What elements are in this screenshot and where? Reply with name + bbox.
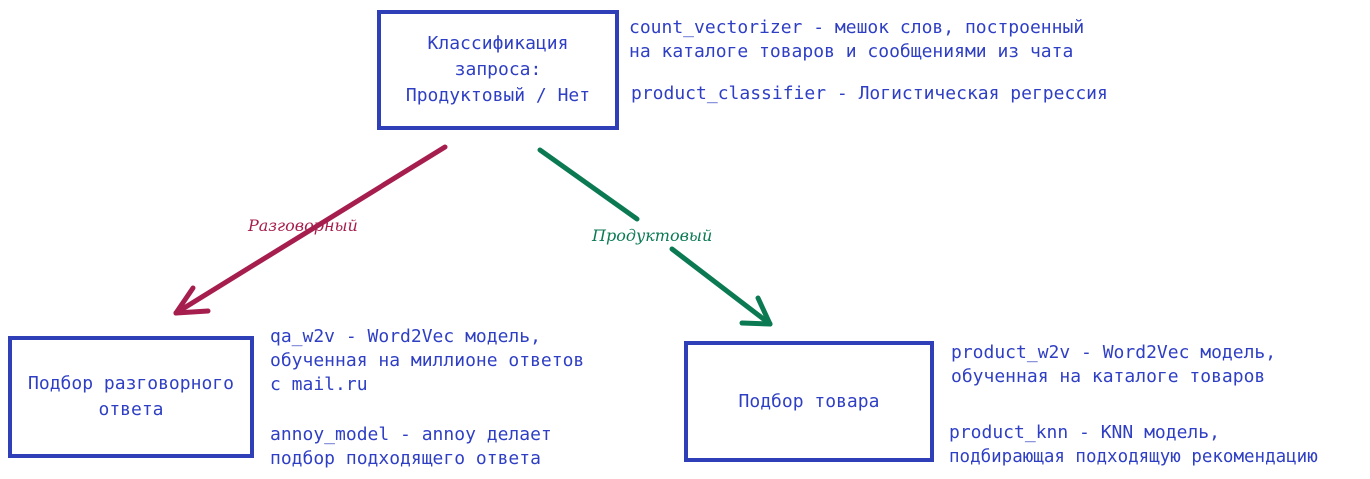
product-note-line-1: product_w2v - Word2Vec модель, — [951, 342, 1277, 363]
product-box: Подбор товара — [684, 341, 934, 462]
arrow-to-conversational — [173, 144, 448, 316]
product-note-line-4: подбирающая подходящую рекомендацию — [949, 447, 1318, 467]
edge-label-conversational: Разговорный — [248, 216, 358, 235]
classifier-note-line-1: count_vectorizer - мешок слов, построенн… — [629, 17, 1085, 38]
product-note-line-3: product_knn - KNN модель, — [949, 422, 1220, 443]
product-label: Подбор товара — [738, 390, 880, 412]
conversational-note-line-1: qa_w2v - Word2Vec модель, — [270, 326, 541, 347]
conversational-label: Подбор разговорного ответа — [28, 373, 234, 420]
conversational-box: Подбор разговорного ответа — [8, 336, 254, 458]
classifier-note-line-2: на каталоге товаров и сообщениями из чат… — [629, 41, 1074, 62]
conversational-note-line-2: обученная на миллионе ответов — [270, 350, 585, 371]
arrow-to-product — [537, 147, 773, 327]
conversational-note-line-4: annoy_model - annoy делает — [270, 424, 552, 445]
conversational-note-line-3: с mail.ru — [270, 374, 368, 395]
edge-label-product: Продуктовый — [592, 226, 713, 245]
classifier-box: Классификация запроса: Продуктовый / Нет — [377, 10, 619, 130]
classifier-label: Классификация запроса: Продуктовый / Нет — [405, 33, 591, 106]
classifier-note-line-3: product_classifier - Логистическая регре… — [631, 83, 1108, 104]
conversational-note-line-5: подбор подходящего ответа — [270, 448, 541, 469]
product-note-line-2: обученная на каталоге товаров — [951, 366, 1266, 387]
